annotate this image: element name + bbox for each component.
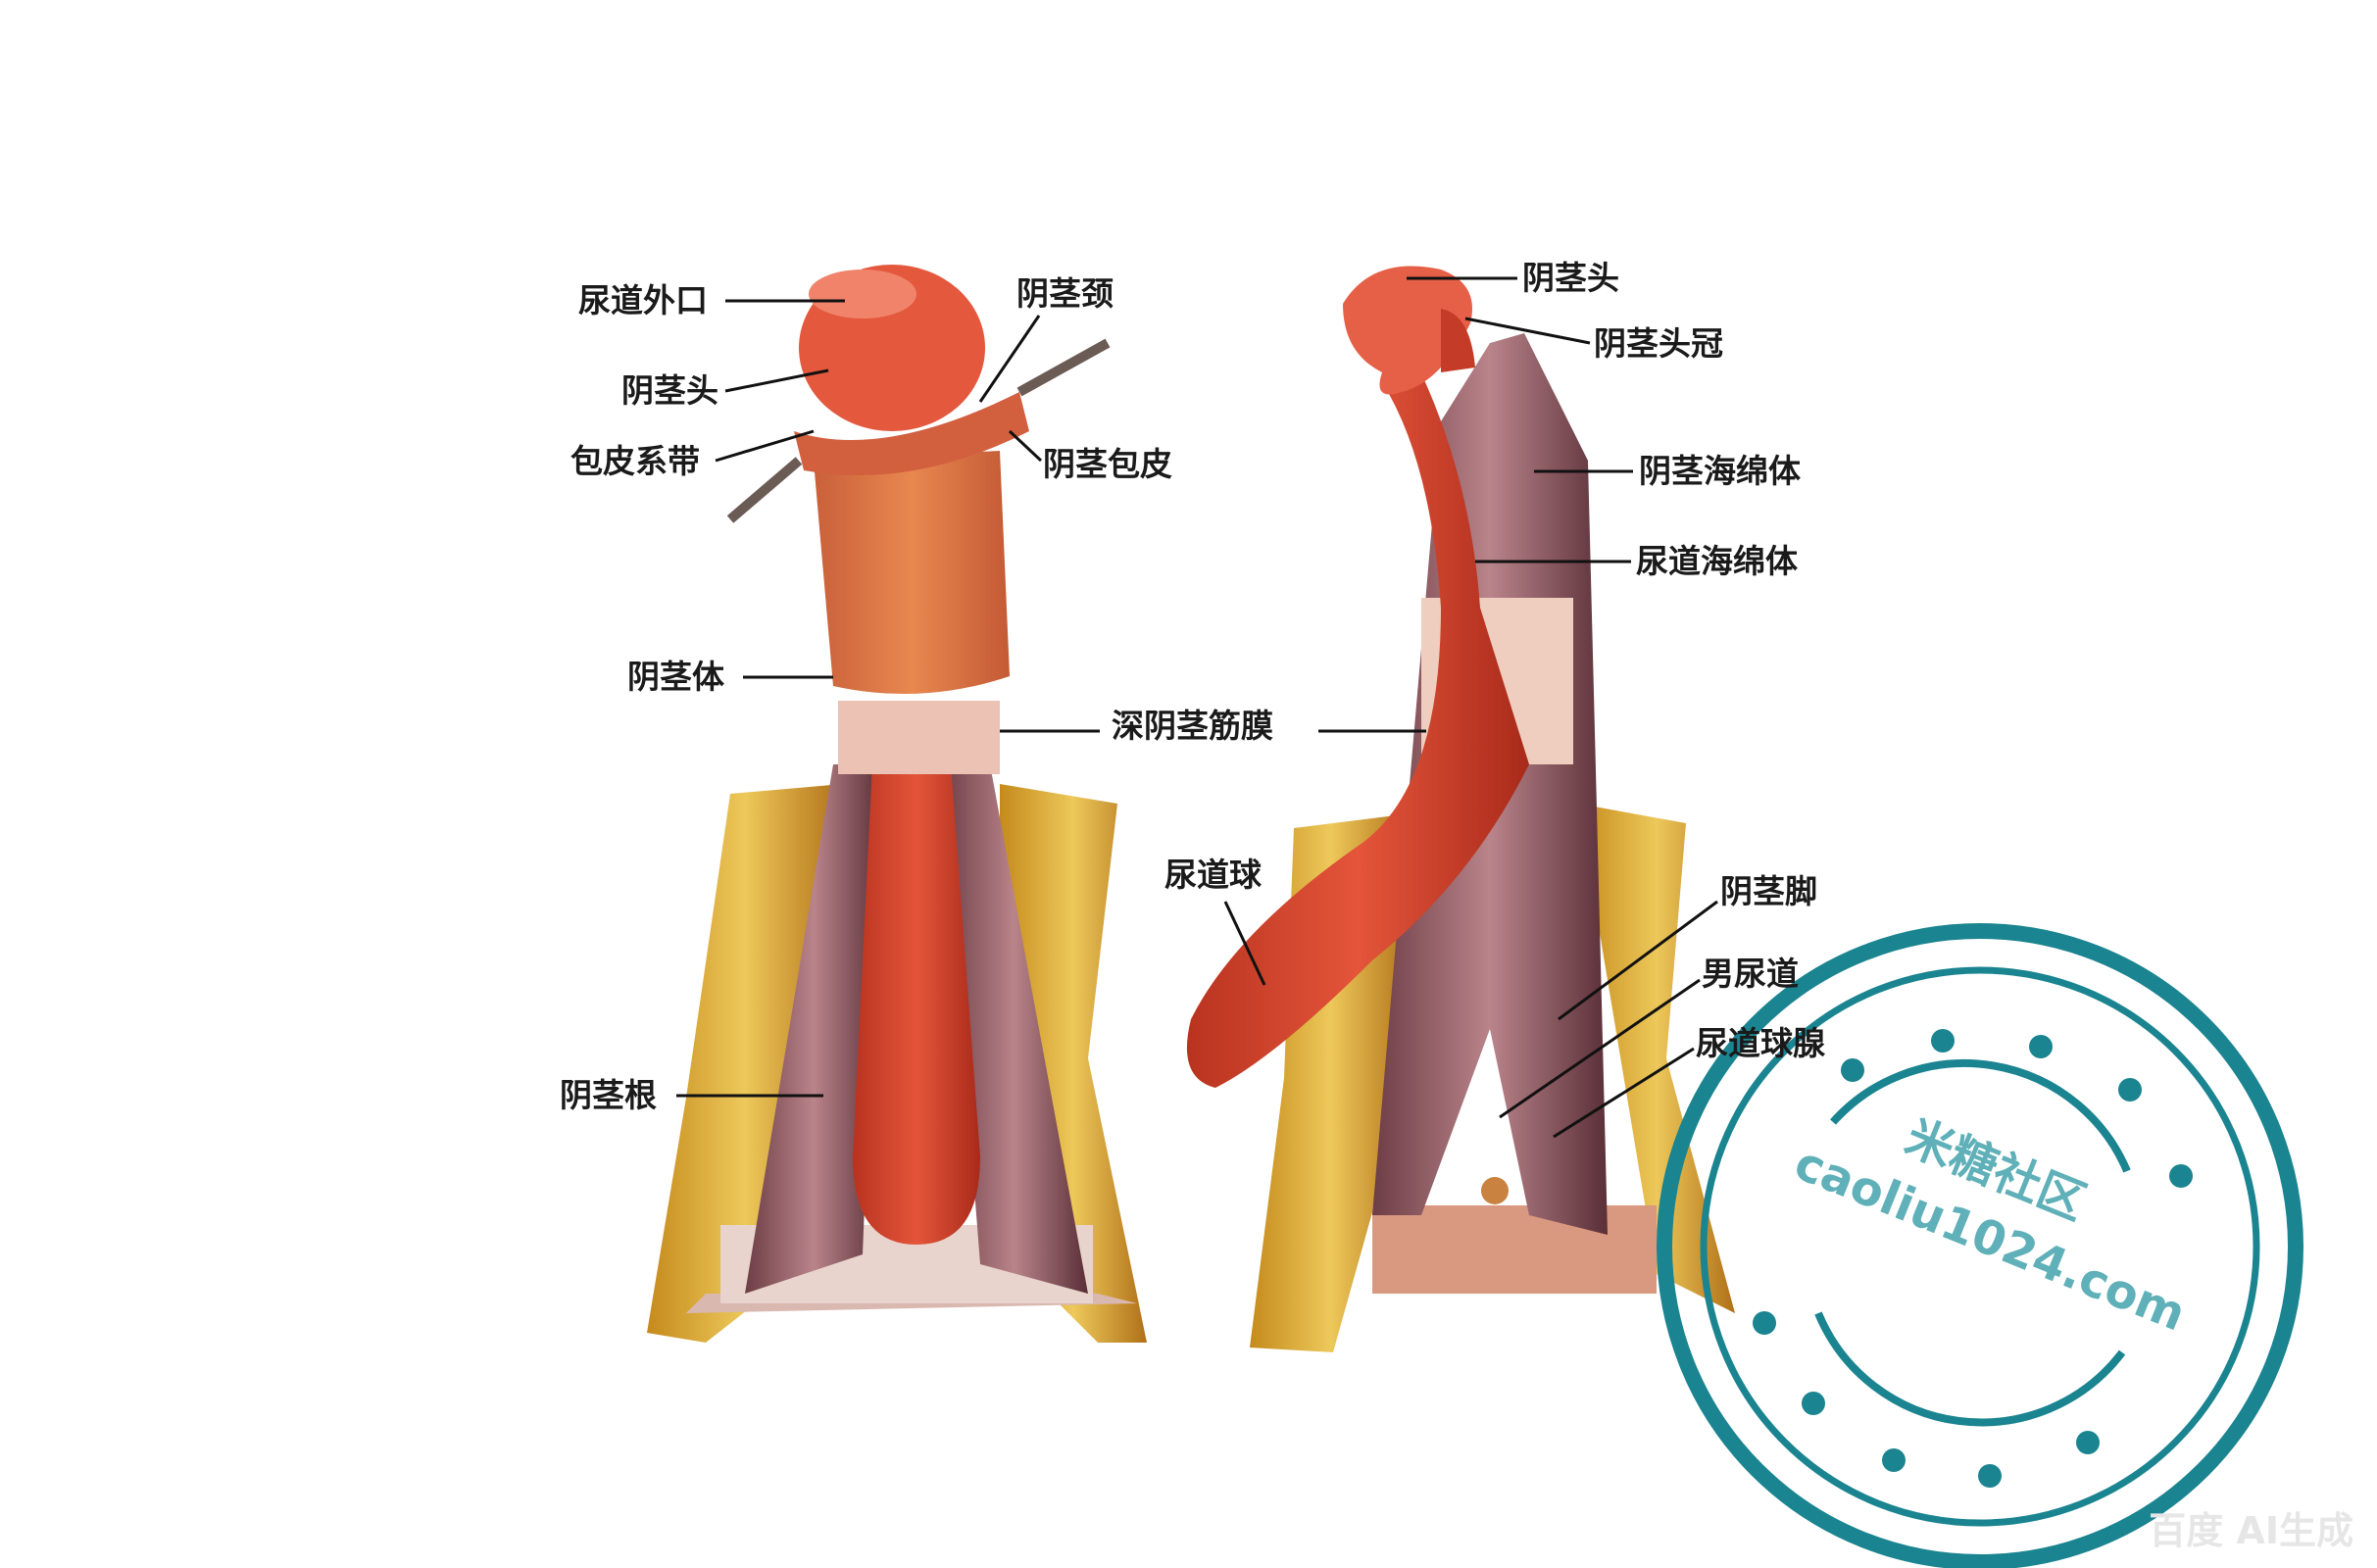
right-penis-figure [1186, 266, 1735, 1352]
label-root: 阴茎根 [560, 1076, 657, 1114]
label-corpus-spongiosum: 尿道海绵体 [1636, 542, 1798, 580]
left-corpus-spongiosum [853, 764, 980, 1245]
right-corpus-spongiosum [1186, 353, 1529, 1088]
label-corona: 阴茎头冠 [1594, 324, 1723, 363]
leader-lines [676, 276, 1718, 1139]
left-retractor-upper [1016, 338, 1111, 397]
label-frenulum: 包皮系带 [570, 442, 700, 480]
right-glans [1343, 266, 1472, 395]
baidu-ai-watermark: 百度 AI生成 [2149, 1509, 2353, 1552]
label-glans-right: 阴茎头 [1522, 259, 1619, 297]
left-retractor-lower [726, 457, 803, 523]
label-male-urethra: 男尿道 [1702, 955, 1799, 993]
label-deep-fascia: 深阴茎筋膜 [1112, 707, 1273, 745]
stamp-stars [1753, 1029, 2193, 1488]
right-urethra-opening [1481, 1177, 1509, 1204]
right-pelvic-tissue-right [1578, 804, 1735, 1313]
label-corpus-cavernosum: 阴茎海绵体 [1639, 452, 1801, 490]
left-deep-fascia [838, 701, 1000, 774]
left-prepuce [794, 392, 1029, 475]
label-bulbourethral-gland: 尿道球腺 [1696, 1024, 1825, 1062]
label-penis-body: 阴茎体 [627, 658, 724, 696]
label-urethral-orifice: 尿道外口 [578, 281, 708, 319]
label-glans-left: 阴茎头 [621, 371, 718, 410]
label-bulb: 尿道球 [1164, 856, 1262, 894]
label-crus: 阴茎脚 [1720, 872, 1817, 910]
left-penis-figure [647, 265, 1147, 1343]
label-neck: 阴茎颈 [1016, 274, 1114, 313]
left-penis-body [814, 451, 1010, 694]
label-prepuce: 阴茎包皮 [1043, 445, 1172, 483]
left-crus-left [745, 764, 882, 1294]
